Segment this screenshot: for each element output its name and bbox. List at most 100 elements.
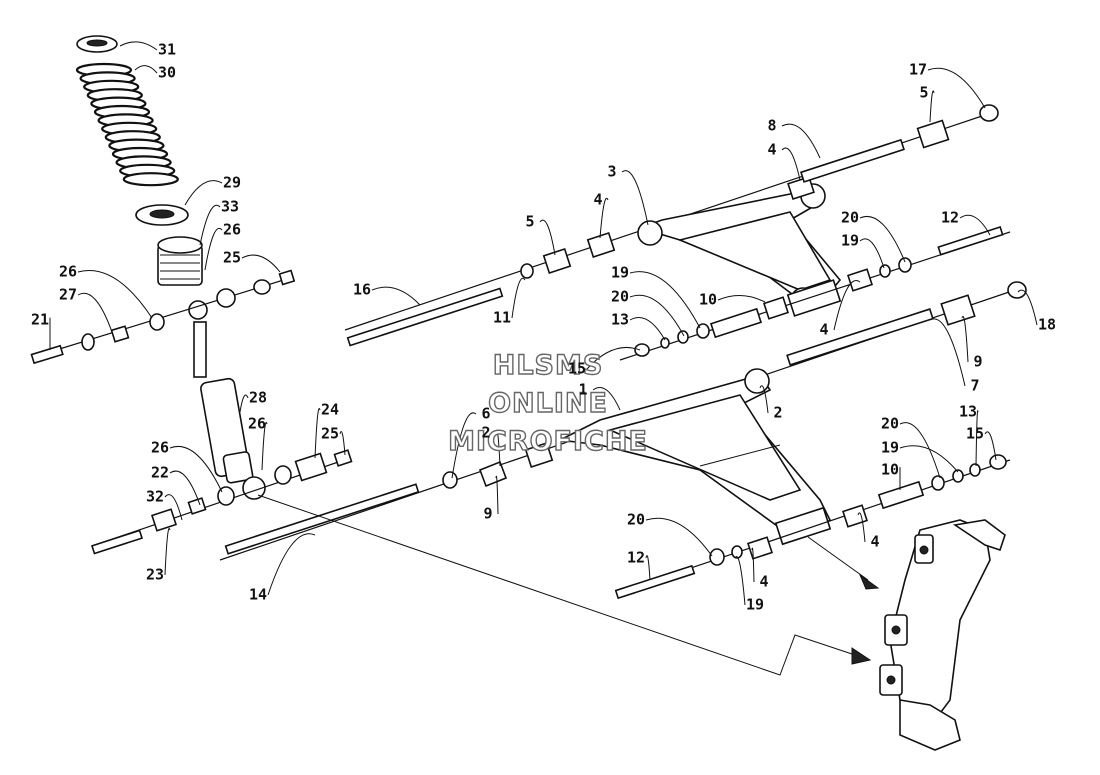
leader-5b: [929, 90, 935, 123]
callout-1: 1: [578, 381, 587, 399]
leader-10a: [717, 295, 766, 303]
leader-13b: [975, 410, 979, 467]
callout-10a: 10: [699, 291, 717, 309]
leader-29: [184, 180, 223, 206]
callout-7: 7: [970, 377, 979, 395]
callout-26b: 26: [59, 263, 77, 281]
leader-12a: [959, 214, 991, 236]
leader-23: [164, 528, 171, 576]
callout-20d: 20: [627, 511, 645, 529]
callout-20c: 20: [881, 415, 899, 433]
leader-12b: [645, 555, 651, 581]
watermark: HLSMS ONLINE MICROFICHE: [447, 349, 648, 457]
watermark-line-3: MICROFICHE: [448, 426, 648, 457]
leader-19b: [629, 271, 701, 329]
callout-15b: 15: [966, 425, 984, 443]
leader-26d: [169, 446, 223, 493]
callout-13b: 13: [959, 403, 977, 421]
callout-26a: 26: [223, 221, 241, 239]
leader-17: [927, 67, 986, 109]
callout-30: 30: [158, 64, 176, 82]
callout-26d: 26: [151, 439, 169, 457]
leader-32: [164, 494, 183, 521]
callout-2b: 2: [481, 424, 490, 442]
callout-6: 6: [481, 405, 490, 423]
leader-6: [451, 412, 477, 479]
callout-4c: 4: [819, 321, 828, 339]
callout-18: 18: [1038, 316, 1056, 334]
leader-20a: [859, 216, 906, 263]
callout-16: 16: [353, 281, 371, 299]
callout-17: 17: [909, 61, 927, 79]
assembly-arrows: [257, 494, 880, 676]
leader-20d: [645, 517, 713, 557]
callout-9b: 9: [483, 505, 492, 523]
callout-14: 14: [249, 586, 267, 604]
leader-9b: [495, 475, 499, 515]
leader-14: [267, 533, 316, 596]
callout-29: 29: [223, 174, 241, 192]
callout-labels: 3130293326252627212826242526223223141611…: [31, 41, 1056, 614]
callout-12a: 12: [941, 209, 959, 227]
shock-assembly: [30, 35, 353, 555]
watermark-line-1: HLSMS: [493, 350, 604, 381]
callout-25b: 25: [321, 425, 339, 443]
leader-4b: [781, 147, 801, 181]
spindle-part: [879, 519, 1006, 751]
callout-22: 22: [151, 464, 169, 482]
callout-28: 28: [249, 389, 267, 407]
leader-19c: [899, 445, 959, 473]
leader-4e: [751, 547, 755, 583]
leader-16: [371, 286, 421, 306]
leader-33: [199, 204, 221, 246]
leader-4a: [599, 197, 609, 239]
leader-11: [511, 277, 526, 319]
watermark-line-2: ONLINE: [488, 388, 608, 419]
leader-31: [119, 41, 158, 51]
leader-26c: [261, 422, 268, 471]
leader-25a: [241, 254, 281, 273]
callout-4d: 4: [870, 533, 879, 551]
callout-19c: 19: [881, 439, 899, 457]
shock-body-part: [200, 377, 254, 484]
callout-13a: 13: [611, 311, 629, 329]
callout-24: 24: [321, 401, 339, 419]
callout-23: 23: [146, 566, 164, 584]
callout-11: 11: [493, 309, 511, 327]
leader-2b: [495, 430, 501, 467]
leader-2a: [759, 385, 769, 414]
callout-10b: 10: [881, 461, 899, 479]
callout-27: 27: [59, 286, 77, 304]
leader-1: [592, 387, 621, 411]
callout-19a: 19: [841, 232, 859, 250]
lower-a-arm: [219, 281, 1027, 600]
leader-13a: [629, 317, 666, 341]
callout-12b: 12: [627, 549, 645, 567]
callout-4e: 4: [759, 573, 768, 591]
leader-5a: [539, 219, 556, 256]
leader-3: [621, 170, 649, 226]
leader-9a: [961, 316, 969, 363]
leader-19d: [734, 556, 746, 606]
leader-28: [239, 394, 249, 413]
callout-4a: 4: [593, 191, 602, 209]
leader-lines: [49, 41, 1038, 606]
callout-3: 3: [607, 163, 616, 181]
leader-19a: [859, 238, 885, 269]
leader-7: [929, 318, 966, 387]
leader-20b: [629, 294, 685, 337]
leader-4d: [857, 512, 866, 543]
leader-26b: [77, 270, 153, 319]
callout-5b: 5: [919, 84, 928, 102]
callout-19d: 19: [746, 596, 764, 614]
callout-20a: 20: [841, 209, 859, 227]
callout-15a: 15: [568, 360, 586, 378]
leader-15a: [586, 346, 641, 370]
callout-5a: 5: [525, 213, 534, 231]
callout-2a: 2: [773, 404, 782, 422]
leader-18: [1017, 289, 1038, 326]
callout-19b: 19: [611, 264, 629, 282]
leader-30: [134, 65, 158, 74]
callout-4b: 4: [767, 141, 776, 159]
